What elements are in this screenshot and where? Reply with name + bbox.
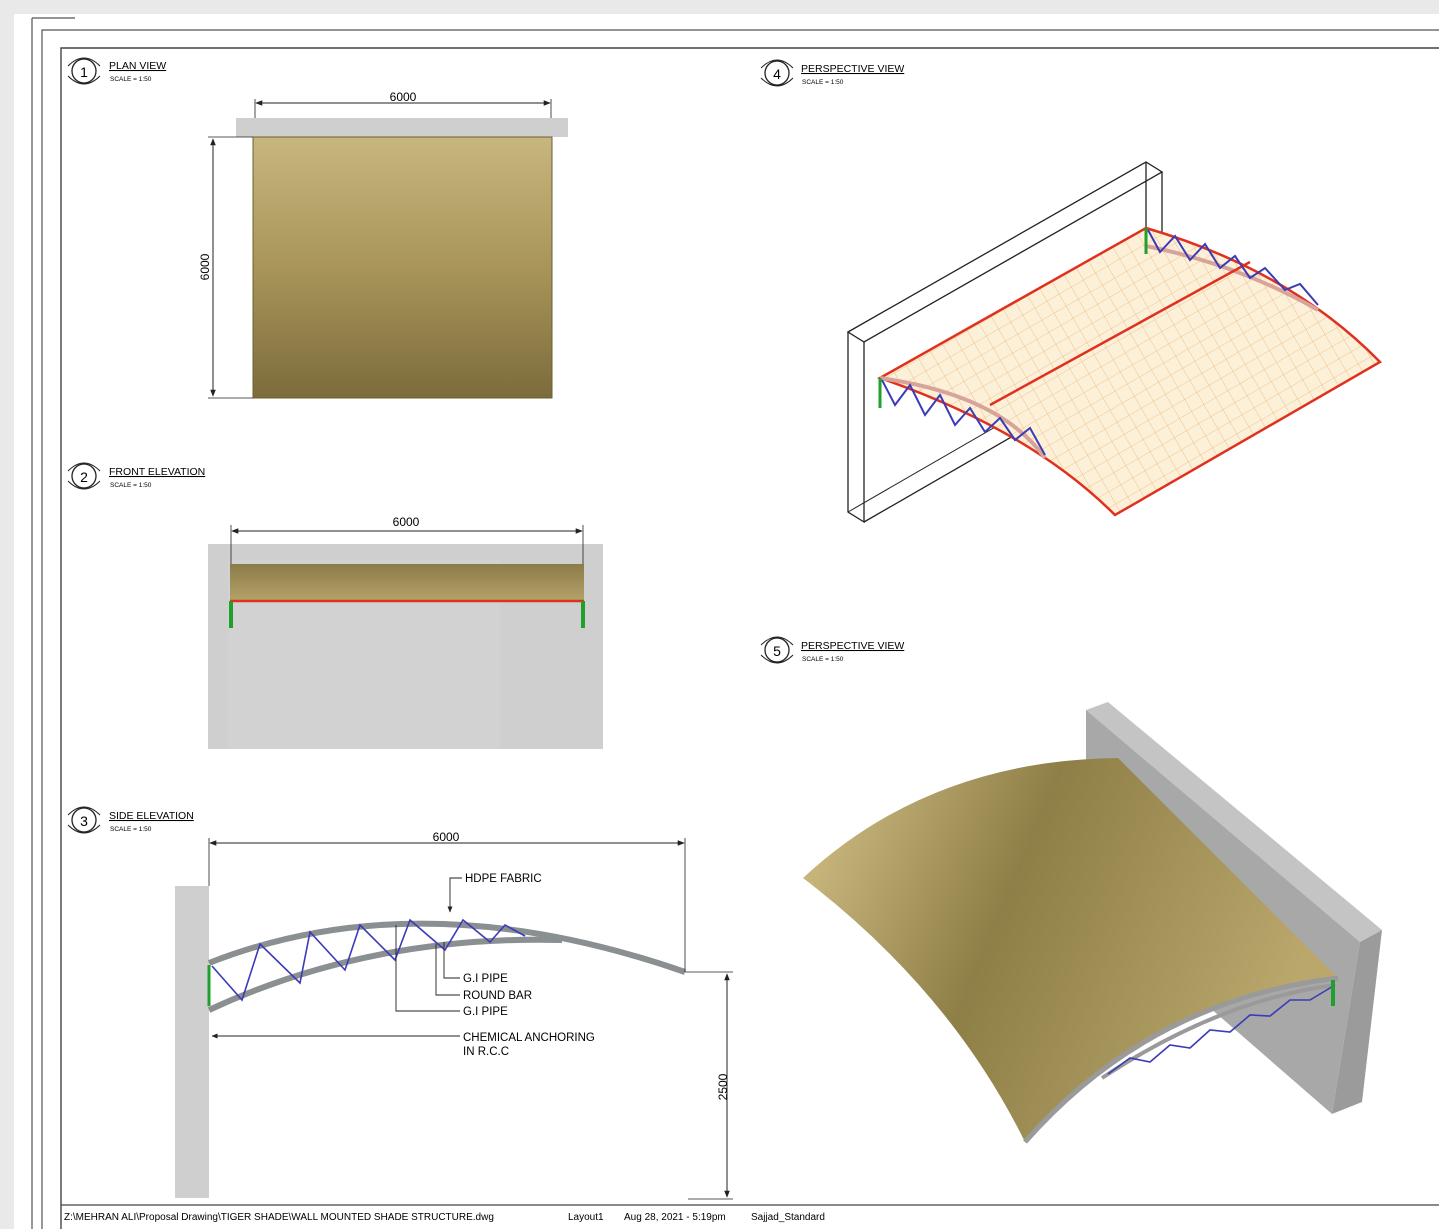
footer: Z:\MEHRAN ALI\Proposal Drawing\TIGER SHA… — [64, 1212, 825, 1223]
plan-view: 6000 6000 — [198, 90, 568, 399]
perspective-view-rendered — [803, 702, 1382, 1144]
view-number-2: 2 — [80, 469, 88, 485]
callout-round-bar: ROUND BAR — [463, 990, 532, 1002]
back-arch-pipe — [1145, 244, 1319, 312]
view-scale-3: SCALE = 1:50 — [110, 826, 152, 833]
view-title-5: 5 PERSPECTIVE VIEW SCALE = 1:50 — [760, 636, 904, 664]
view-title-1: 1 PLAN VIEW SCALE = 1:50 — [67, 57, 166, 85]
render-bottom-pipe — [1100, 983, 1336, 1080]
view-title-text-5: PERSPECTIVE VIEW — [801, 640, 904, 652]
render-front-pipe — [1023, 975, 1339, 1144]
leader-round-bar — [435, 944, 460, 996]
side-wall — [175, 886, 209, 1198]
perspective-view-wireframe — [846, 161, 1383, 524]
side-bottom-pipe — [207, 936, 563, 1013]
front-elevation: 6000 — [208, 515, 603, 749]
side-elevation: 6000 2500 HDPE FABRIC G.I PIPE ROUND BAR… — [175, 830, 733, 1200]
callout-anchoring-line2: IN R.C.C — [463, 1046, 509, 1058]
callout-pipe-bottom: G.I PIPE — [463, 1006, 508, 1018]
view-title-text-3: SIDE ELEVATION — [109, 810, 194, 822]
front-anchor-plates — [229, 601, 585, 628]
footer-file-path: Z:\MEHRAN ALI\Proposal Drawing\TIGER SHA… — [64, 1212, 494, 1223]
leader-pipe-bottom — [395, 925, 460, 1012]
view-number-4: 4 — [773, 66, 781, 82]
plan-wall — [236, 118, 568, 137]
view-title-4: 4 PERSPECTIVE VIEW SCALE = 1:50 — [760, 59, 904, 87]
front-arch-pipe — [879, 376, 1047, 460]
middle-purlin — [989, 260, 1251, 407]
view-scale-2: SCALE = 1:50 — [110, 482, 152, 489]
footer-plot-style: Sajjad_Standard — [751, 1212, 825, 1223]
view-title-2: 2 FRONT ELEVATION SCALE = 1:50 — [67, 462, 205, 490]
side-top-pipe — [207, 920, 686, 975]
wall-side-face — [1332, 930, 1382, 1114]
view-title-3: 3 SIDE ELEVATION SCALE = 1:50 — [67, 806, 194, 834]
back-truss — [1147, 229, 1319, 306]
plan-fabric — [252, 136, 553, 399]
front-width-label: 6000 — [393, 515, 420, 529]
view-title-text-2: FRONT ELEVATION — [109, 466, 205, 478]
canopy-mesh — [876, 226, 1383, 517]
front-fabric — [230, 564, 584, 601]
callout-fabric: HDPE FABRIC — [465, 873, 542, 885]
view-title-text-4: PERSPECTIVE VIEW — [801, 63, 904, 75]
side-height-label: 2500 — [716, 1073, 730, 1100]
view-scale-4: SCALE = 1:50 — [802, 79, 844, 86]
drawing-frame — [60, 47, 1439, 1229]
front-truss — [881, 379, 1046, 456]
render-fabric — [803, 758, 1338, 1142]
view-number-1: 1 — [80, 64, 88, 80]
footer-date: Aug 28, 2021 - 5:19pm — [624, 1212, 726, 1223]
view-number-5: 5 — [773, 643, 781, 659]
side-width-label: 6000 — [433, 830, 460, 844]
plan-width-label: 6000 — [390, 90, 417, 104]
leader-fabric — [447, 877, 462, 913]
view-title-text-1: PLAN VIEW — [109, 60, 166, 72]
wall-top-face — [1086, 702, 1382, 942]
view-number-3: 3 — [80, 813, 88, 829]
side-round-bar-truss — [211, 918, 526, 1002]
footer-layout: Layout1 — [568, 1212, 604, 1223]
view-scale-1: SCALE = 1:50 — [110, 76, 152, 83]
render-truss — [1107, 984, 1336, 1075]
callout-pipe-top: G.I PIPE — [463, 973, 508, 985]
leader-pipe-top — [443, 942, 460, 979]
callout-anchoring-line1: CHEMICAL ANCHORING — [463, 1032, 595, 1044]
sheet-outer-border — [41, 29, 1439, 1229]
view-scale-5: SCALE = 1:50 — [802, 656, 844, 663]
plan-depth-label: 6000 — [198, 253, 212, 280]
